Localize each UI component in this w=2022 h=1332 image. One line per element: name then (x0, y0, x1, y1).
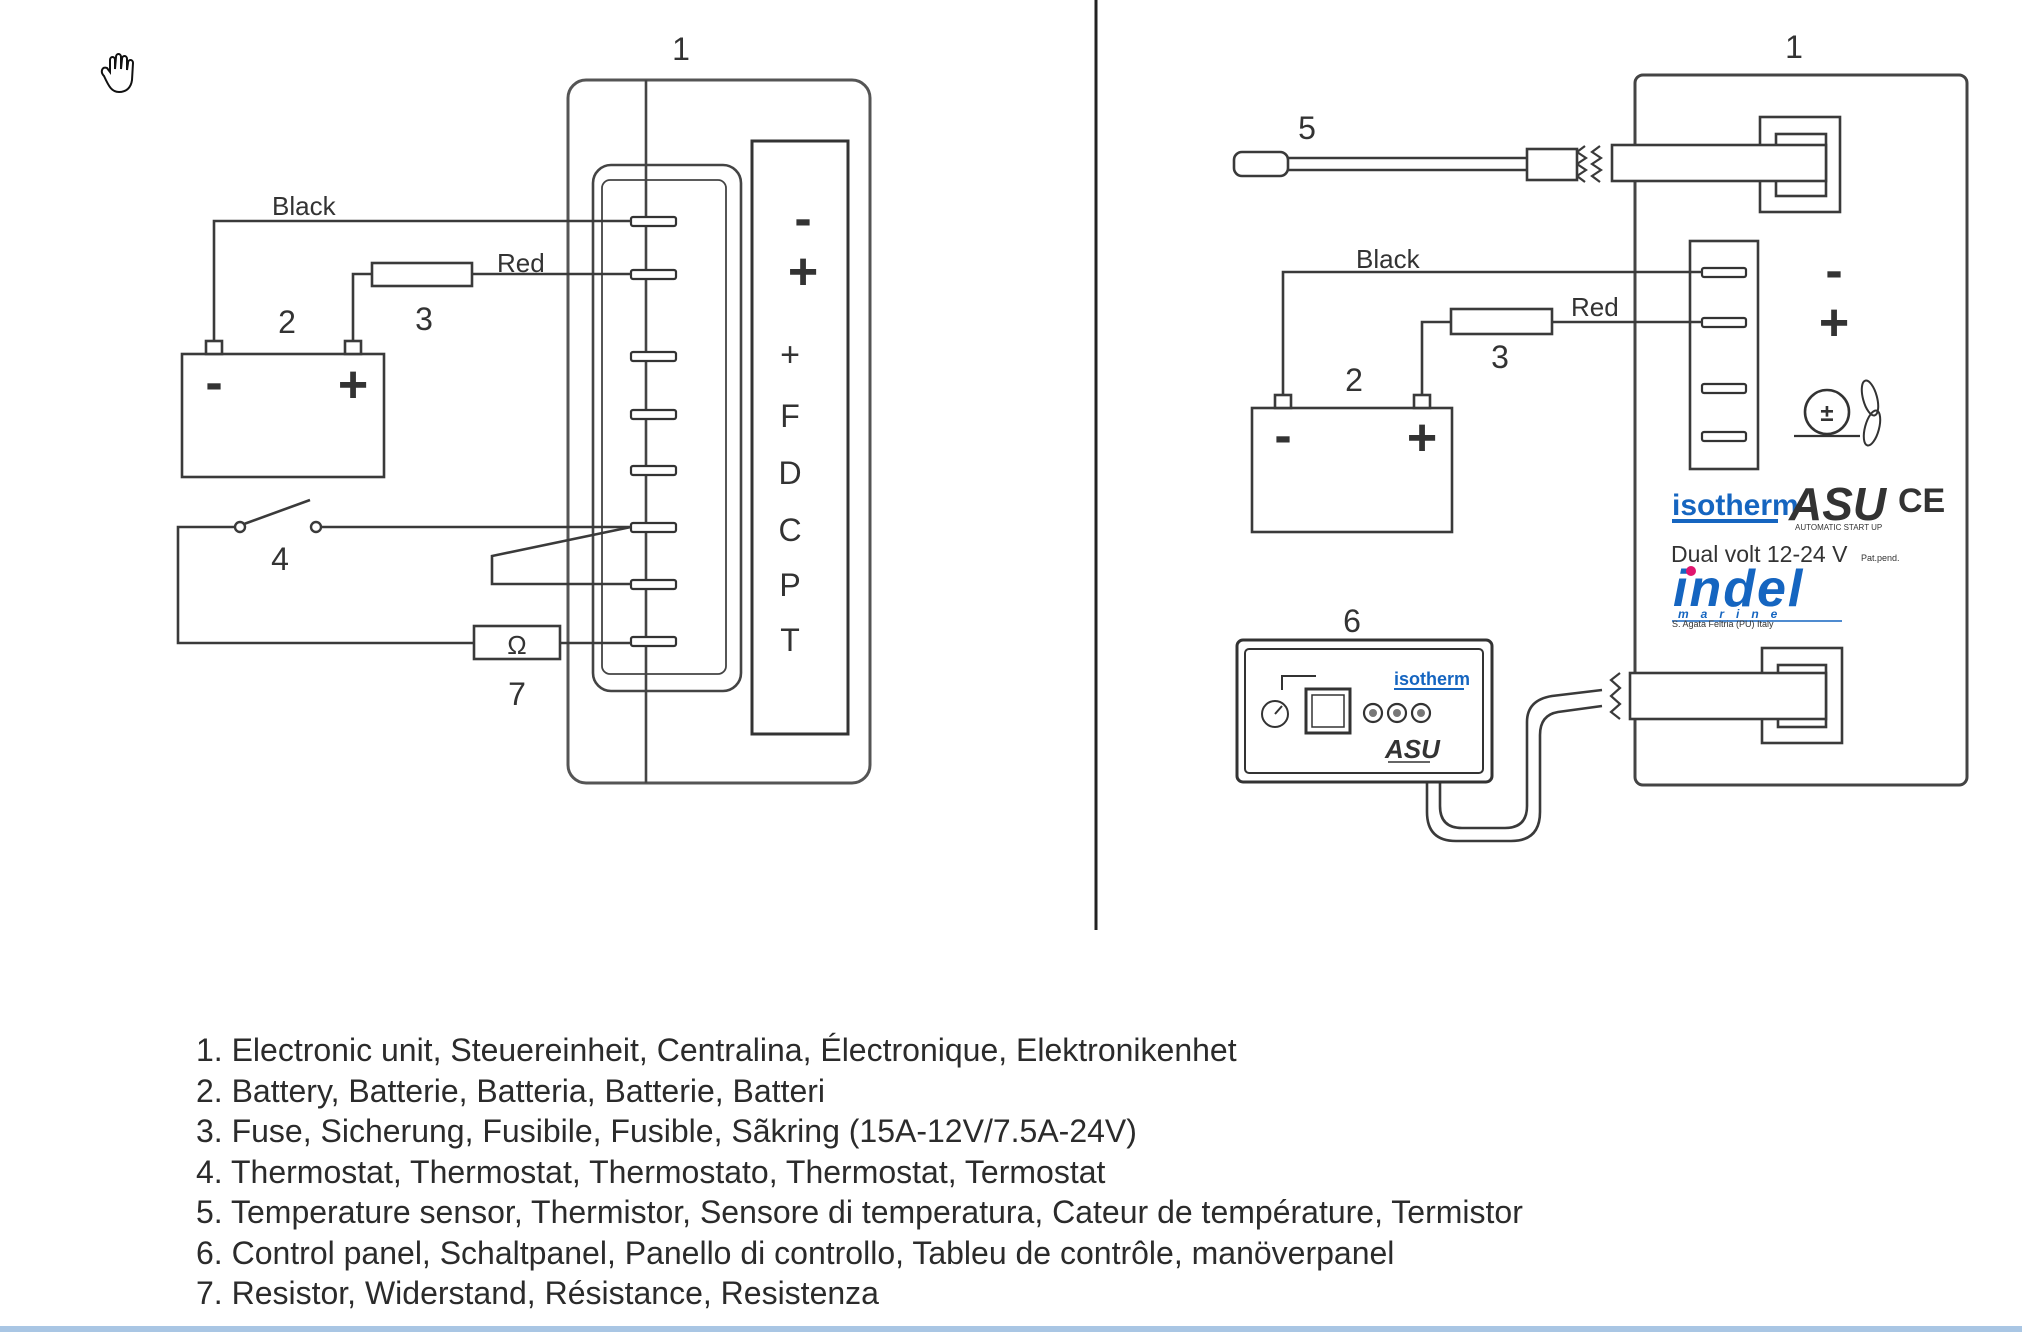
left-unit-number: 1 (672, 31, 690, 67)
right-battery-plus: + (1407, 409, 1437, 467)
bottom-border (0, 1326, 2022, 1332)
left-c-p-jumper (490, 525, 632, 586)
left-black-wire (212, 219, 631, 341)
left-thermostat-number: 4 (271, 541, 289, 577)
left-terminal-label-f: F (780, 398, 800, 434)
switch-icon (176, 498, 631, 645)
left-terminal-label-c: C (778, 512, 801, 548)
right-fuse-number: 3 (1491, 339, 1509, 375)
left-resistor-number: 7 (508, 676, 526, 712)
right-panel-brand: isotherm (1394, 669, 1470, 689)
right-maker-sub: marine (1678, 607, 1789, 621)
right-voltage-label: Dual volt 12-24 V (1671, 541, 1848, 567)
right-unit-number: 1 (1785, 29, 1803, 65)
hand-cursor-icon (100, 53, 135, 94)
left-battery (180, 352, 386, 479)
left-terminal-label-plus-small: + (780, 336, 800, 374)
left-terminal-label-plus: + (788, 243, 818, 301)
right-patent-label: Pat.pend. (1861, 553, 1900, 563)
left-red-label: Red (497, 248, 545, 278)
right-panel-number: 6 (1343, 603, 1361, 639)
legend-item: 1. Electronic unit, Steuereinheit, Centr… (196, 1032, 1237, 1068)
svg-text:±: ± (1820, 400, 1833, 427)
legend-item: 5. Temperature sensor, Thermistor, Senso… (196, 1194, 1523, 1230)
left-terminal-pins (629, 215, 678, 648)
left-red-wire (351, 272, 372, 341)
right-model-subtitle: AUTOMATIC START UP (1795, 523, 1882, 532)
legend-item: 2. Battery, Batterie, Batteria, Batterie… (196, 1072, 826, 1109)
right-panel-display (1304, 687, 1352, 735)
left-terminal-label-d: D (778, 455, 801, 491)
left-battery-plus: + (338, 356, 368, 414)
right-red-wire (1420, 320, 1451, 395)
right-red-label: Red (1571, 292, 1619, 322)
right-battery-minus: - (1274, 407, 1291, 465)
fan-icon: ± (1794, 379, 1882, 447)
left-terminal-label-strip (750, 139, 850, 736)
legend-item: 3. Fuse, Sicherung, Fusibile, Fusible, S… (196, 1113, 1137, 1149)
left-battery-minus: - (205, 354, 222, 412)
right-ce-mark: CE (1898, 482, 1945, 520)
right-black-label: Black (1356, 244, 1421, 274)
right-panel-cable (1438, 688, 1603, 830)
legend-item: 7. Resistor, Widerstand, Résistance, Res… (196, 1275, 879, 1311)
knob-icon (1261, 700, 1289, 728)
right-maker-address: S. Agata Feltria (PU) Italy (1672, 619, 1774, 629)
right-terminal-plus: + (1819, 294, 1849, 352)
right-panel-model: ASU (1384, 734, 1441, 764)
right-model-name: ASU (1788, 478, 1888, 530)
left-fuse-number: 3 (415, 301, 433, 337)
legend-list: 1. Electronic unit, Steuereinheit, Centr… (196, 1030, 1523, 1314)
right-battery-number: 2 (1345, 362, 1363, 398)
right-temperature-sensor (1232, 147, 1579, 182)
left-terminal-label-t: T (780, 622, 800, 658)
left-terminal-label-minus: - (794, 190, 811, 248)
right-brand-logo: isotherm (1672, 489, 1799, 522)
left-terminal-label-p: P (779, 567, 800, 603)
legend-item: 6. Control panel, Schaltpanel, Panello d… (196, 1234, 1395, 1271)
right-terminal-minus: - (1825, 242, 1842, 300)
left-battery-number: 2 (278, 304, 296, 340)
right-fuse (1449, 307, 1554, 336)
legend-item: 4. Thermostat, Thermostat, Thermostato, … (196, 1153, 1106, 1190)
left-fuse (370, 261, 474, 288)
right-sensor-number: 5 (1298, 110, 1316, 146)
left-resistor-symbol: Ω (507, 630, 526, 660)
left-black-label: Black (272, 191, 337, 221)
right-battery (1250, 406, 1454, 534)
right-black-wire (1281, 270, 1702, 395)
